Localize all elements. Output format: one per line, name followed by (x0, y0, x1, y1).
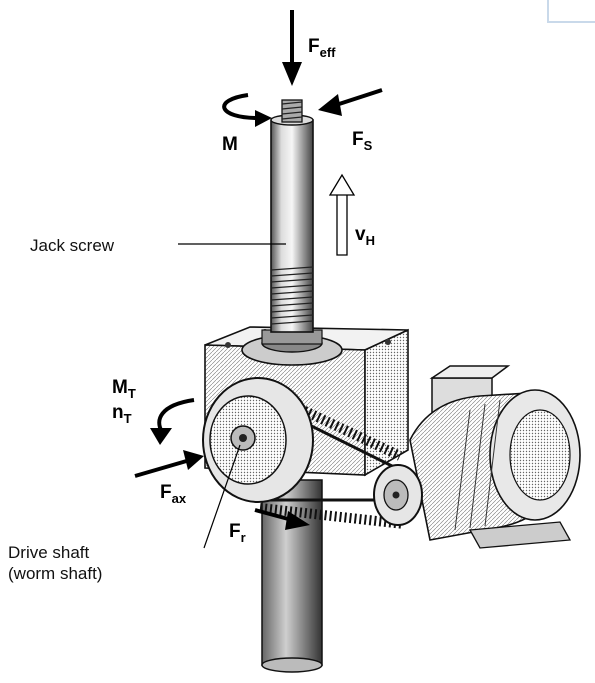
f-eff-label: Feff (308, 36, 336, 60)
n-t-label: nT (112, 402, 132, 426)
drive-shaft-leader (203, 444, 241, 549)
f-eff-arrow (282, 10, 302, 86)
small-pulley (373, 464, 423, 526)
drive-shaft-label-sub: (worm shaft) (8, 564, 102, 583)
m-t-label: MT (112, 377, 136, 401)
f-r-label: Fr (229, 521, 246, 545)
f-ax-label: Fax (160, 482, 187, 506)
f-s-label: FS (352, 129, 373, 153)
f-s-arrow (318, 88, 383, 116)
screw-flange (241, 329, 343, 366)
m-torque-arrow (222, 93, 272, 127)
drive-shaft-label: Drive shaft (8, 543, 90, 562)
jack-screw-label: Jack screw (30, 236, 115, 255)
corner-accent (547, 0, 595, 23)
v-h-arrow (328, 173, 356, 256)
v-h-label: vH (355, 224, 375, 248)
m-label: M (222, 134, 238, 155)
f-r-arrow (254, 508, 310, 530)
jack-screw (270, 99, 314, 333)
m-t-rotation-arrow (150, 398, 195, 445)
electric-motor (409, 365, 581, 549)
large-pulley (202, 377, 314, 503)
f-ax-arrow (134, 450, 204, 478)
